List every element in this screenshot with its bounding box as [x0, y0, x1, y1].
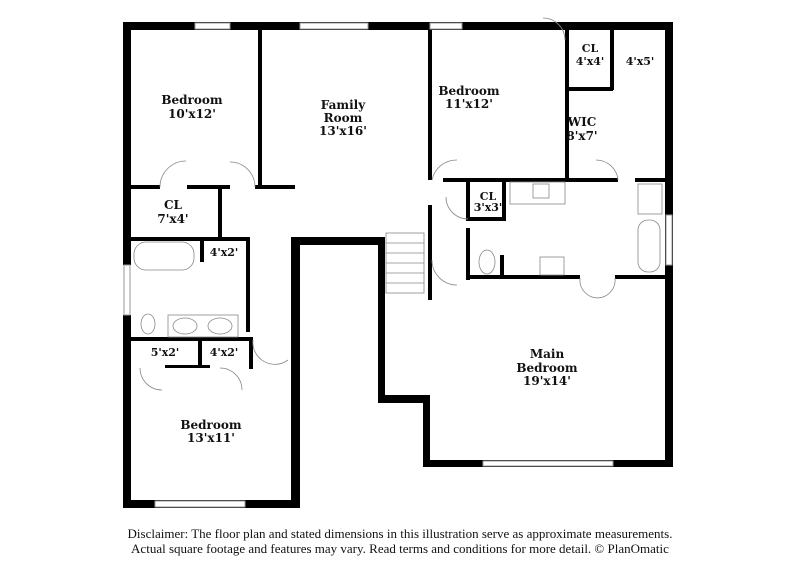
- svg-text:4'x2': 4'x2': [210, 346, 239, 359]
- room-4x2-lower: 4'x2': [210, 346, 239, 359]
- svg-text:Room: Room: [324, 111, 363, 125]
- svg-text:11'x12': 11'x12': [445, 97, 493, 111]
- svg-text:4'x4': 4'x4': [576, 55, 605, 68]
- svg-text:Bedroom: Bedroom: [516, 361, 577, 375]
- svg-text:13'x11': 13'x11': [187, 431, 235, 445]
- svg-text:Family: Family: [321, 98, 366, 112]
- fixtures: [133, 17, 663, 391]
- svg-text:4'x5': 4'x5': [626, 55, 655, 68]
- svg-text:19'x14': 19'x14': [523, 374, 571, 388]
- svg-text:8'x7': 8'x7': [566, 129, 597, 143]
- stairs: [385, 232, 425, 294]
- svg-text:10'x12': 10'x12': [168, 107, 216, 121]
- room-closet-3x3: CL3'x3': [474, 190, 503, 214]
- svg-text:CL: CL: [582, 42, 599, 55]
- room-closet-7x4: CL7'x4': [157, 198, 188, 226]
- svg-text:Bedroom: Bedroom: [180, 418, 241, 432]
- svg-text:CL: CL: [480, 190, 497, 203]
- svg-text:Main: Main: [530, 347, 565, 361]
- windows: [123, 22, 673, 508]
- room-closet-4x4: CL4'x4': [576, 42, 605, 68]
- room-4x5: 4'x5': [626, 55, 655, 68]
- svg-text:7'x4': 7'x4': [157, 212, 188, 226]
- svg-text:Bedroom: Bedroom: [161, 93, 222, 107]
- room-5x2: 5'x2': [151, 346, 180, 359]
- svg-text:Bedroom: Bedroom: [438, 84, 499, 98]
- svg-text:WIC: WIC: [567, 115, 597, 129]
- svg-text:13'x16': 13'x16': [319, 124, 367, 138]
- room-4x2-upper: 4'x2': [210, 246, 239, 259]
- disclaimer-line-1: Disclaimer: The floor plan and stated di…: [127, 526, 673, 541]
- svg-text:5'x2': 5'x2': [151, 346, 180, 359]
- svg-text:4'x2': 4'x2': [210, 246, 239, 259]
- svg-text:3'x3': 3'x3': [474, 201, 503, 214]
- disclaimer-line-2: Actual square footage and features may v…: [131, 541, 669, 556]
- interior-walls: [131, 30, 665, 369]
- svg-text:CL: CL: [164, 198, 183, 212]
